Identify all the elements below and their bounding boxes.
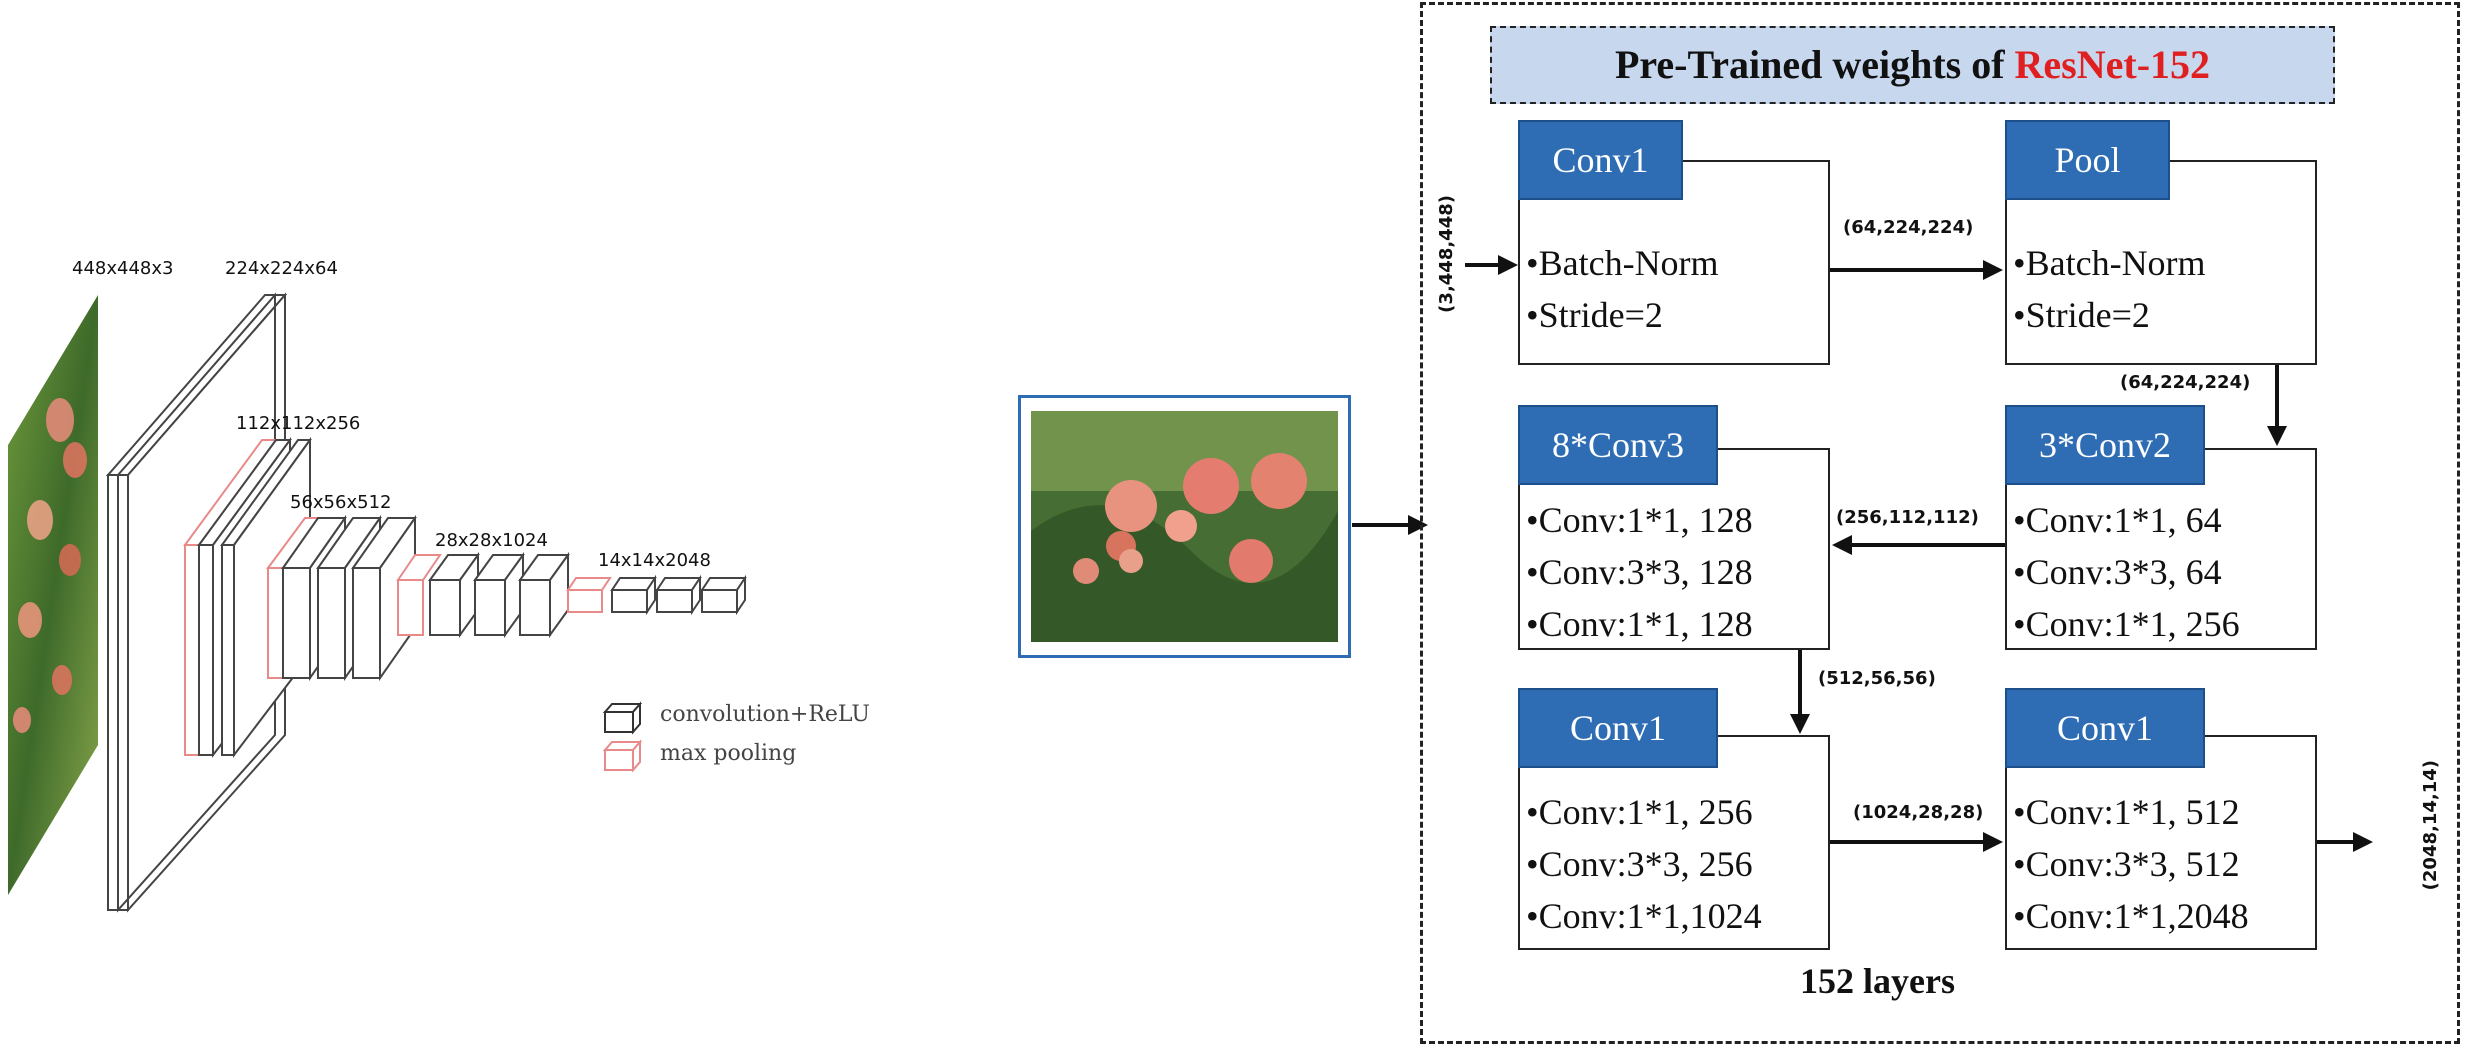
resnet-title-accent: ResNet-152 bbox=[2014, 42, 2211, 87]
block-bullets: •Conv:1*1, 512 •Conv:3*3, 512 •Conv:1*1,… bbox=[2013, 786, 2249, 942]
legend-pool-glyph bbox=[602, 739, 643, 773]
network-illustration bbox=[8, 292, 747, 913]
block-bullet: •Conv:1*1, 256 bbox=[1526, 792, 1753, 832]
resnet-flow-arrows bbox=[1465, 255, 2373, 852]
legend-pool-label: max pooling bbox=[660, 741, 797, 766]
block-head: 8*Conv3 bbox=[1518, 405, 1718, 485]
block-bullets: •Conv:1*1, 128 •Conv:3*3, 128 •Conv:1*1,… bbox=[1526, 494, 1753, 650]
stage-size-label: 56x56x512 bbox=[290, 492, 392, 513]
block-conv5 bbox=[2005, 735, 2317, 950]
block-bullets: •Conv:1*1, 256 •Conv:3*3, 256 •Conv:1*1,… bbox=[1526, 786, 1762, 942]
block-bullets: •Batch-Norm •Stride=2 bbox=[1526, 237, 1719, 341]
block-head: Pool bbox=[2005, 120, 2170, 200]
block-bullet: •Batch-Norm bbox=[2013, 243, 2206, 283]
resnet-frame bbox=[1420, 2, 2460, 1044]
conv-stage-3 bbox=[281, 514, 417, 682]
shape-label: (64,224,224) bbox=[2120, 372, 2251, 393]
block-bullet: •Conv:1*1, 64 bbox=[2013, 500, 2222, 540]
photo-to-model-arrow bbox=[1352, 515, 1428, 535]
shape-label: (256,112,112) bbox=[1836, 507, 1979, 528]
sample-photo-frame bbox=[1018, 395, 1351, 658]
resnet-title-prefix: Pre-Trained weights of bbox=[1614, 42, 2015, 87]
conv-stage-5 bbox=[610, 574, 747, 616]
block-bullet: •Conv:1*1,2048 bbox=[2013, 896, 2249, 936]
shape-label: (1024,28,28) bbox=[1853, 802, 1984, 823]
conv-stage-4 bbox=[428, 551, 570, 639]
block-head: Conv1 bbox=[1518, 120, 1683, 200]
shape-label-input: (3,448,448) bbox=[1436, 195, 1457, 313]
block-bullets: •Conv:1*1, 64 •Conv:3*3, 64 •Conv:1*1, 2… bbox=[2013, 494, 2240, 650]
layer-count-label: 152 layers bbox=[1800, 961, 1955, 1001]
stage-size-label: 14x14x2048 bbox=[598, 550, 711, 571]
lychee-photo bbox=[1031, 411, 1338, 642]
shape-label-output: (2048,14,14) bbox=[2420, 760, 2441, 891]
stage-size-label: 224x224x64 bbox=[225, 258, 338, 279]
pool-stage-4 bbox=[566, 577, 612, 613]
block-bullet: •Stride=2 bbox=[1526, 295, 1663, 335]
legend-conv-glyph bbox=[602, 701, 643, 735]
block-bullet: •Conv:1*1, 256 bbox=[2013, 604, 2240, 644]
pool-stage-3 bbox=[396, 554, 442, 636]
input-image-panel bbox=[8, 295, 98, 895]
stage-size-label: 112x112x256 bbox=[236, 413, 361, 434]
input-size-label: 448x448x3 bbox=[72, 258, 174, 279]
legend-conv-label: convolution+ReLU bbox=[660, 702, 870, 727]
block-bullet: •Conv:1*1,1024 bbox=[1526, 896, 1762, 936]
block-bullet: •Batch-Norm bbox=[1526, 243, 1719, 283]
block-head: Conv1 bbox=[1518, 688, 1718, 768]
shape-label: (64,224,224) bbox=[1843, 217, 1974, 238]
block-head: 3*Conv2 bbox=[2005, 405, 2205, 485]
pool-stage-2 bbox=[266, 517, 322, 679]
block-bullet: •Conv:3*3, 128 bbox=[1526, 552, 1753, 592]
block-bullet: •Conv:3*3, 64 bbox=[2013, 552, 2222, 592]
block-bullet: •Conv:3*3, 256 bbox=[1526, 844, 1753, 884]
block-bullet: •Stride=2 bbox=[2013, 295, 2150, 335]
resnet-title: Pre-Trained weights of ResNet-152 bbox=[1490, 26, 2335, 104]
block-head: Conv1 bbox=[2005, 688, 2205, 768]
shape-label: (512,56,56) bbox=[1818, 668, 1936, 689]
block-bullet: •Conv:1*1, 128 bbox=[1526, 500, 1753, 540]
block-bullet: •Conv:1*1, 128 bbox=[1526, 604, 1753, 644]
stage-size-label: 28x28x1024 bbox=[435, 530, 548, 551]
block-bullets: •Batch-Norm •Stride=2 bbox=[2013, 237, 2206, 341]
block-bullet: •Conv:3*3, 512 bbox=[2013, 844, 2240, 884]
block-bullet: •Conv:1*1, 512 bbox=[2013, 792, 2240, 832]
